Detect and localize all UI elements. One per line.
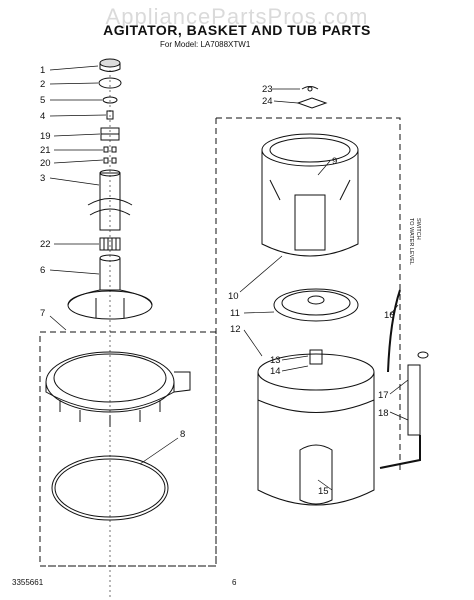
hose-clamp-part <box>417 351 429 359</box>
callout-12: 12 <box>230 324 241 335</box>
callout-1: 1 <box>40 65 45 76</box>
callout-17: 17 <box>378 390 389 401</box>
callout-9: 9 <box>332 156 337 167</box>
basket-drive-part <box>273 288 359 322</box>
callout-7: 7 <box>40 308 45 319</box>
callout-22: 22 <box>40 239 51 250</box>
tub-ring-group-box <box>39 331 217 567</box>
dog-ring-part <box>100 127 120 141</box>
callout-labels: 1 2 5 4 19 21 20 3 22 6 7 8 23 24 9 10 1… <box>40 65 395 497</box>
tub-ring-part <box>45 351 191 427</box>
water-level-switch-label: TO WATER LEVEL SWITCH <box>408 218 421 265</box>
callout-15: 15 <box>318 486 329 497</box>
callout-4: 4 <box>40 111 45 122</box>
bearing-part <box>99 237 121 251</box>
tub-seal-part <box>51 455 169 521</box>
switch-label-line1: TO WATER LEVEL <box>408 218 414 265</box>
agitator-cap-part <box>99 58 121 72</box>
callout-10: 10 <box>228 291 239 302</box>
callout-18: 18 <box>378 408 389 419</box>
switch-label-line2: SWITCH <box>415 218 421 240</box>
callout-23: 23 <box>262 84 273 95</box>
bearing-seal-part <box>309 349 323 365</box>
clip-part <box>301 86 319 92</box>
cap-seal-part <box>98 77 122 89</box>
agitator-dogs-part <box>103 146 117 164</box>
callout-21: 21 <box>40 145 51 156</box>
callout-20: 20 <box>40 158 51 169</box>
callout-24: 24 <box>262 96 273 107</box>
diagram-title: AGITATOR, BASKET AND TUB PARTS <box>103 22 371 38</box>
callout-8: 8 <box>180 429 185 440</box>
snubber-part <box>296 97 328 109</box>
watermark-text: AppliancePartsPros.com <box>105 4 369 29</box>
callout-6: 6 <box>40 265 45 276</box>
air-dome-hose-part <box>387 289 401 373</box>
callout-11: 11 <box>230 308 240 319</box>
callout-3: 3 <box>40 173 45 184</box>
callout-5: 5 <box>40 95 45 106</box>
callout-19: 19 <box>40 131 51 142</box>
callout-2: 2 <box>40 79 45 90</box>
pressure-hose-part <box>379 364 421 469</box>
outer-tub-part <box>257 353 375 506</box>
callout-16: 16 <box>384 310 395 321</box>
callout-14: 14 <box>270 366 281 377</box>
callout-13: 13 <box>270 355 281 366</box>
model-number: For Model: LA7088XTW1 <box>160 40 251 49</box>
document-number: 3355661 <box>12 578 44 587</box>
page-number: 6 <box>232 578 237 587</box>
basket-part <box>261 133 359 257</box>
